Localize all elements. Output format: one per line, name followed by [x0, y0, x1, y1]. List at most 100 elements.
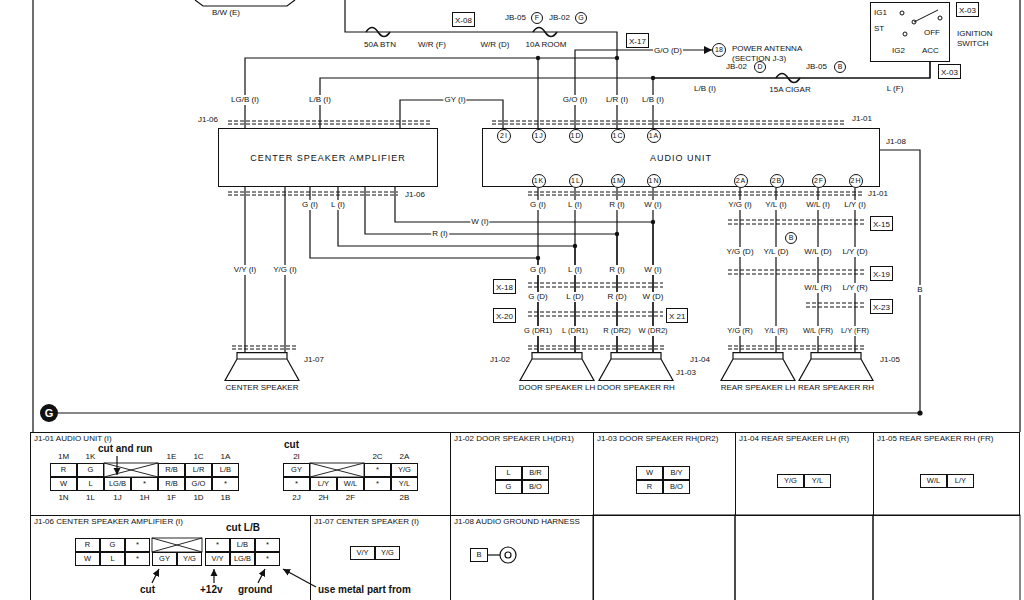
pin-number: 1C: [193, 452, 203, 462]
label-text: B: [476, 550, 481, 560]
node-text: J1-06 CENTER SPEAKER AMPLIFIER (I): [31, 516, 310, 528]
note-arrow: [213, 569, 214, 583]
label-text: Y/G (D): [725, 247, 754, 257]
label-text: LG/B: [234, 554, 251, 564]
label-text: L/B (I): [641, 95, 665, 105]
table-cell: Y/L: [804, 474, 831, 488]
label-text: +12v: [200, 584, 223, 596]
pin-circle: 1K: [532, 174, 546, 188]
wire-label: W/L (I): [805, 200, 831, 210]
wire-label: Y/L (I): [764, 200, 787, 210]
connector-line: [728, 346, 866, 349]
table-cell: GY: [152, 552, 177, 566]
table-cell: *: [255, 538, 280, 552]
table-cell: *: [125, 552, 150, 566]
label-text: B: [785, 232, 797, 244]
label-text: L: [110, 554, 114, 564]
connectors: [58, 50, 930, 413]
wire-label: G (D): [527, 292, 549, 302]
connector-tag: X-20: [493, 308, 516, 323]
label-text: Y/G (I): [272, 265, 298, 275]
label-text: G (I): [529, 200, 547, 210]
connector-tag: X-18: [493, 279, 516, 294]
wire-connector: [395, 187, 653, 352]
label-text: JB-05: [505, 13, 526, 23]
label-text: L/B (I): [693, 84, 717, 94]
connector-line: [728, 270, 866, 274]
node-text: 1J: [534, 132, 543, 140]
label-text: 2C: [372, 452, 382, 462]
label-text: L: [506, 468, 510, 478]
label-text: 1K: [86, 452, 96, 462]
label-text: 1J: [113, 493, 121, 503]
blank-cavity: [310, 463, 364, 477]
label-text: *: [136, 554, 139, 564]
label-text: W/L (R): [803, 283, 832, 293]
table-cell: *: [131, 477, 158, 491]
blank-cavities: [104, 463, 364, 552]
speaker-symbol: [599, 353, 673, 381]
connector-line: [528, 192, 864, 195]
wire-label: G/O (I): [562, 95, 588, 105]
room-wire: [245, 58, 617, 128]
node-text: 1D: [571, 132, 582, 140]
part-label: J1-04: [690, 355, 710, 365]
label-text: R (D): [606, 292, 627, 302]
wire-connector: [58, 150, 920, 413]
part-label: J1-06: [405, 190, 425, 200]
pin-number: 2H: [318, 493, 328, 503]
connector-tag: X-17: [626, 33, 649, 48]
wire-label: W/R (D): [480, 40, 511, 50]
unit-box: CENTER SPEAKER AMPLIFIER: [218, 128, 438, 187]
wire-label: GY (I): [443, 95, 466, 105]
wire-label: R (DR2): [602, 326, 632, 336]
circled-letter: B: [785, 232, 797, 244]
node-text: 1K: [534, 177, 545, 185]
table-cell: LG/B: [230, 552, 255, 566]
note-label: cut: [140, 584, 155, 596]
pin-circle: 2A: [734, 174, 748, 188]
connector-line: [806, 303, 866, 307]
label-text: V/Y (I): [233, 265, 258, 275]
pin-number: 1D: [193, 493, 203, 503]
wire-label: L/R (I): [605, 95, 629, 105]
node-text: 2A: [736, 177, 747, 185]
wire-label: R (D): [606, 292, 627, 302]
label-text: W: [60, 479, 67, 489]
pin-number: 1F: [167, 493, 176, 503]
wire-label: R (I): [608, 200, 626, 210]
label-text: L/R (I): [605, 95, 629, 105]
reference-circle: 18: [712, 43, 726, 57]
wire-label: L (D): [565, 292, 584, 302]
label-text: B/R: [529, 468, 542, 478]
label-text: B/O: [670, 482, 683, 492]
part-label: JB-02: [549, 13, 570, 23]
table-cell: R: [75, 538, 100, 552]
table-cell: B/O: [663, 480, 690, 494]
part-label: OFF: [924, 28, 940, 38]
wire-label: W/L (D): [803, 247, 832, 257]
pin-number: 2B: [400, 493, 410, 503]
connector-tag: X-03: [938, 64, 961, 79]
label-text: Y/G: [398, 465, 411, 475]
table-cell: R: [636, 480, 663, 494]
wire-label: 50A BTN: [363, 40, 397, 50]
connector-tag: X-08: [452, 12, 475, 27]
label-text: 2H: [318, 493, 328, 503]
label-text: G (DR1): [523, 326, 553, 336]
label-text: W/L: [344, 479, 357, 489]
label-text: ST: [874, 24, 884, 34]
label-text: Y/G (I): [727, 200, 753, 210]
wire-label: G/O (D): [653, 46, 683, 56]
node-text: X-18: [496, 283, 513, 292]
node-text: AUDIO UNIT: [650, 153, 712, 163]
node-text: 18: [715, 46, 723, 54]
label-text: W (DR2): [637, 326, 668, 336]
harness-connector: [195, 0, 295, 6]
label-text: Y/G (R): [726, 326, 753, 336]
label-text: Y/L: [399, 479, 410, 489]
note-label: +12v: [200, 584, 223, 596]
label-text: cut L/B: [226, 522, 260, 534]
wire-label: W (DR2): [637, 326, 668, 336]
